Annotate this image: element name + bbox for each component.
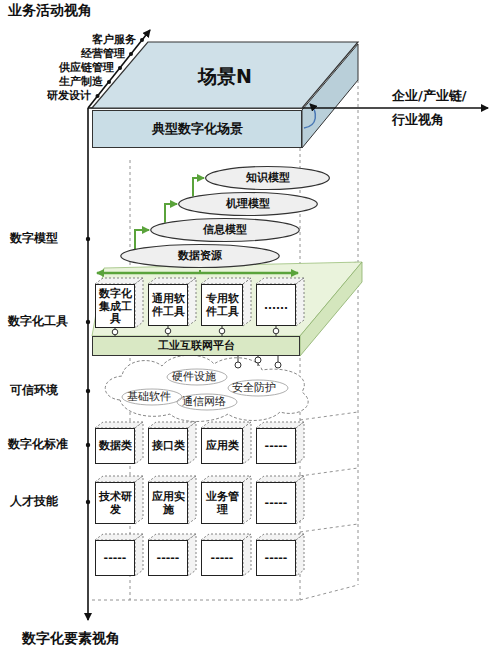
axis-label: 供应链管理 (59, 61, 114, 74)
node-text: 机理模型 (226, 197, 270, 210)
cube-face (243, 422, 251, 464)
standard-box: 数据类 (95, 428, 135, 464)
connector (165, 204, 177, 223)
axis-label: 基础软件 (127, 390, 171, 403)
skill-box: 技术研发 (95, 482, 135, 524)
node-text: 通用软件工具 (151, 292, 185, 317)
axis-label: 业务活动视角 (8, 2, 92, 19)
skill-box: 应用实施 (148, 482, 188, 524)
node-text: ----- (265, 551, 288, 564)
axis-label: 可信环境 (10, 383, 58, 397)
tool-box: 数字化集成工具 (95, 284, 135, 328)
node-text: 技术研发 (98, 490, 132, 516)
axis-label: 研发设计 (47, 89, 91, 102)
cube-face (135, 422, 143, 464)
cube-face (188, 422, 196, 464)
tool-box: 通用软件工具 (148, 284, 188, 326)
joint-dot (273, 328, 279, 334)
node-text: ...... (264, 299, 288, 312)
node-text: ----- (265, 439, 288, 452)
blank-box: ----- (256, 540, 296, 576)
node-text: 数据资源 (178, 249, 222, 262)
cube-face (188, 534, 196, 576)
axis-label: 数字模型 (10, 231, 58, 245)
node-text: 接口类 (152, 439, 185, 452)
node-text: ----- (104, 551, 127, 564)
connector (273, 326, 279, 336)
model-disk: 数据资源 (120, 244, 280, 268)
connector (219, 326, 225, 336)
blank-box: ----- (148, 540, 188, 576)
node-text: 应用类 (206, 439, 239, 452)
cube-face (296, 534, 304, 576)
tool-box: ...... (256, 284, 296, 326)
node-text: 数据类 (99, 439, 132, 452)
connector (165, 326, 171, 336)
scene-slab: 场景N (92, 42, 358, 108)
node-text: 业务管理 (204, 490, 240, 516)
node-text: 典型数字化场景 (152, 121, 243, 137)
standard-box: 应用类 (201, 428, 243, 464)
platform-band: 工业互联网平台 (92, 336, 300, 356)
node-text: 数字化集成工具 (98, 287, 132, 325)
standard-box: ----- (256, 428, 296, 464)
node-text: ----- (211, 551, 234, 564)
joint-dot (112, 329, 118, 335)
tool-box: 专用软件工具 (201, 284, 243, 326)
axis-label: 数字化要素视角 (22, 630, 120, 647)
cube-face (243, 278, 251, 326)
node-text: 场景N (198, 65, 252, 88)
node-text: 专用软件工具 (204, 292, 240, 317)
node-text: 知识模型 (246, 171, 290, 184)
cube-face (188, 278, 196, 326)
skill-box: 业务管理 (201, 482, 243, 524)
cube-face (135, 476, 143, 524)
axis-label: 数字化标准 (8, 437, 68, 451)
node-text: 应用实施 (151, 490, 185, 516)
cube-face (243, 534, 251, 576)
axis-label: 经营管理 (81, 47, 125, 60)
axis-label: 客户服务 (92, 33, 136, 46)
node-text: ----- (157, 551, 180, 564)
model-disk: 机理模型 (178, 192, 318, 216)
axis-label: 生产制造 (59, 75, 103, 88)
cube-face (188, 476, 196, 524)
connector (112, 328, 118, 336)
connector (135, 230, 149, 249)
axis-label: 硬件设施 (172, 370, 216, 383)
blank-box: ----- (95, 540, 135, 576)
node-text: 信息模型 (203, 223, 247, 236)
cube-face (243, 476, 251, 524)
axis-label: 企业/产业链/行业视角 (392, 84, 476, 132)
standard-box: 接口类 (148, 428, 188, 464)
joint-dot (165, 328, 171, 334)
axis-label: 通信网络 (182, 395, 226, 408)
cube-face (296, 278, 304, 326)
connector (193, 178, 204, 197)
cube-face (296, 422, 304, 464)
cube-face (296, 476, 304, 524)
node-text: ----- (265, 496, 288, 509)
skill-box: ----- (256, 482, 296, 524)
node-text: 工业互联网平台 (158, 339, 235, 352)
scene-band: 典型数字化场景 (92, 110, 302, 148)
axis-label: 安全防护 (232, 381, 276, 394)
joint-dot (219, 328, 225, 334)
cube-face (135, 278, 143, 328)
model-disk: 知识模型 (205, 166, 330, 190)
blank-box: ----- (201, 540, 243, 576)
cube-face (135, 534, 143, 576)
axis-label: 数字化工具 (8, 314, 68, 328)
model-disk: 信息模型 (150, 218, 300, 242)
axis-label: 人才技能 (10, 494, 58, 508)
